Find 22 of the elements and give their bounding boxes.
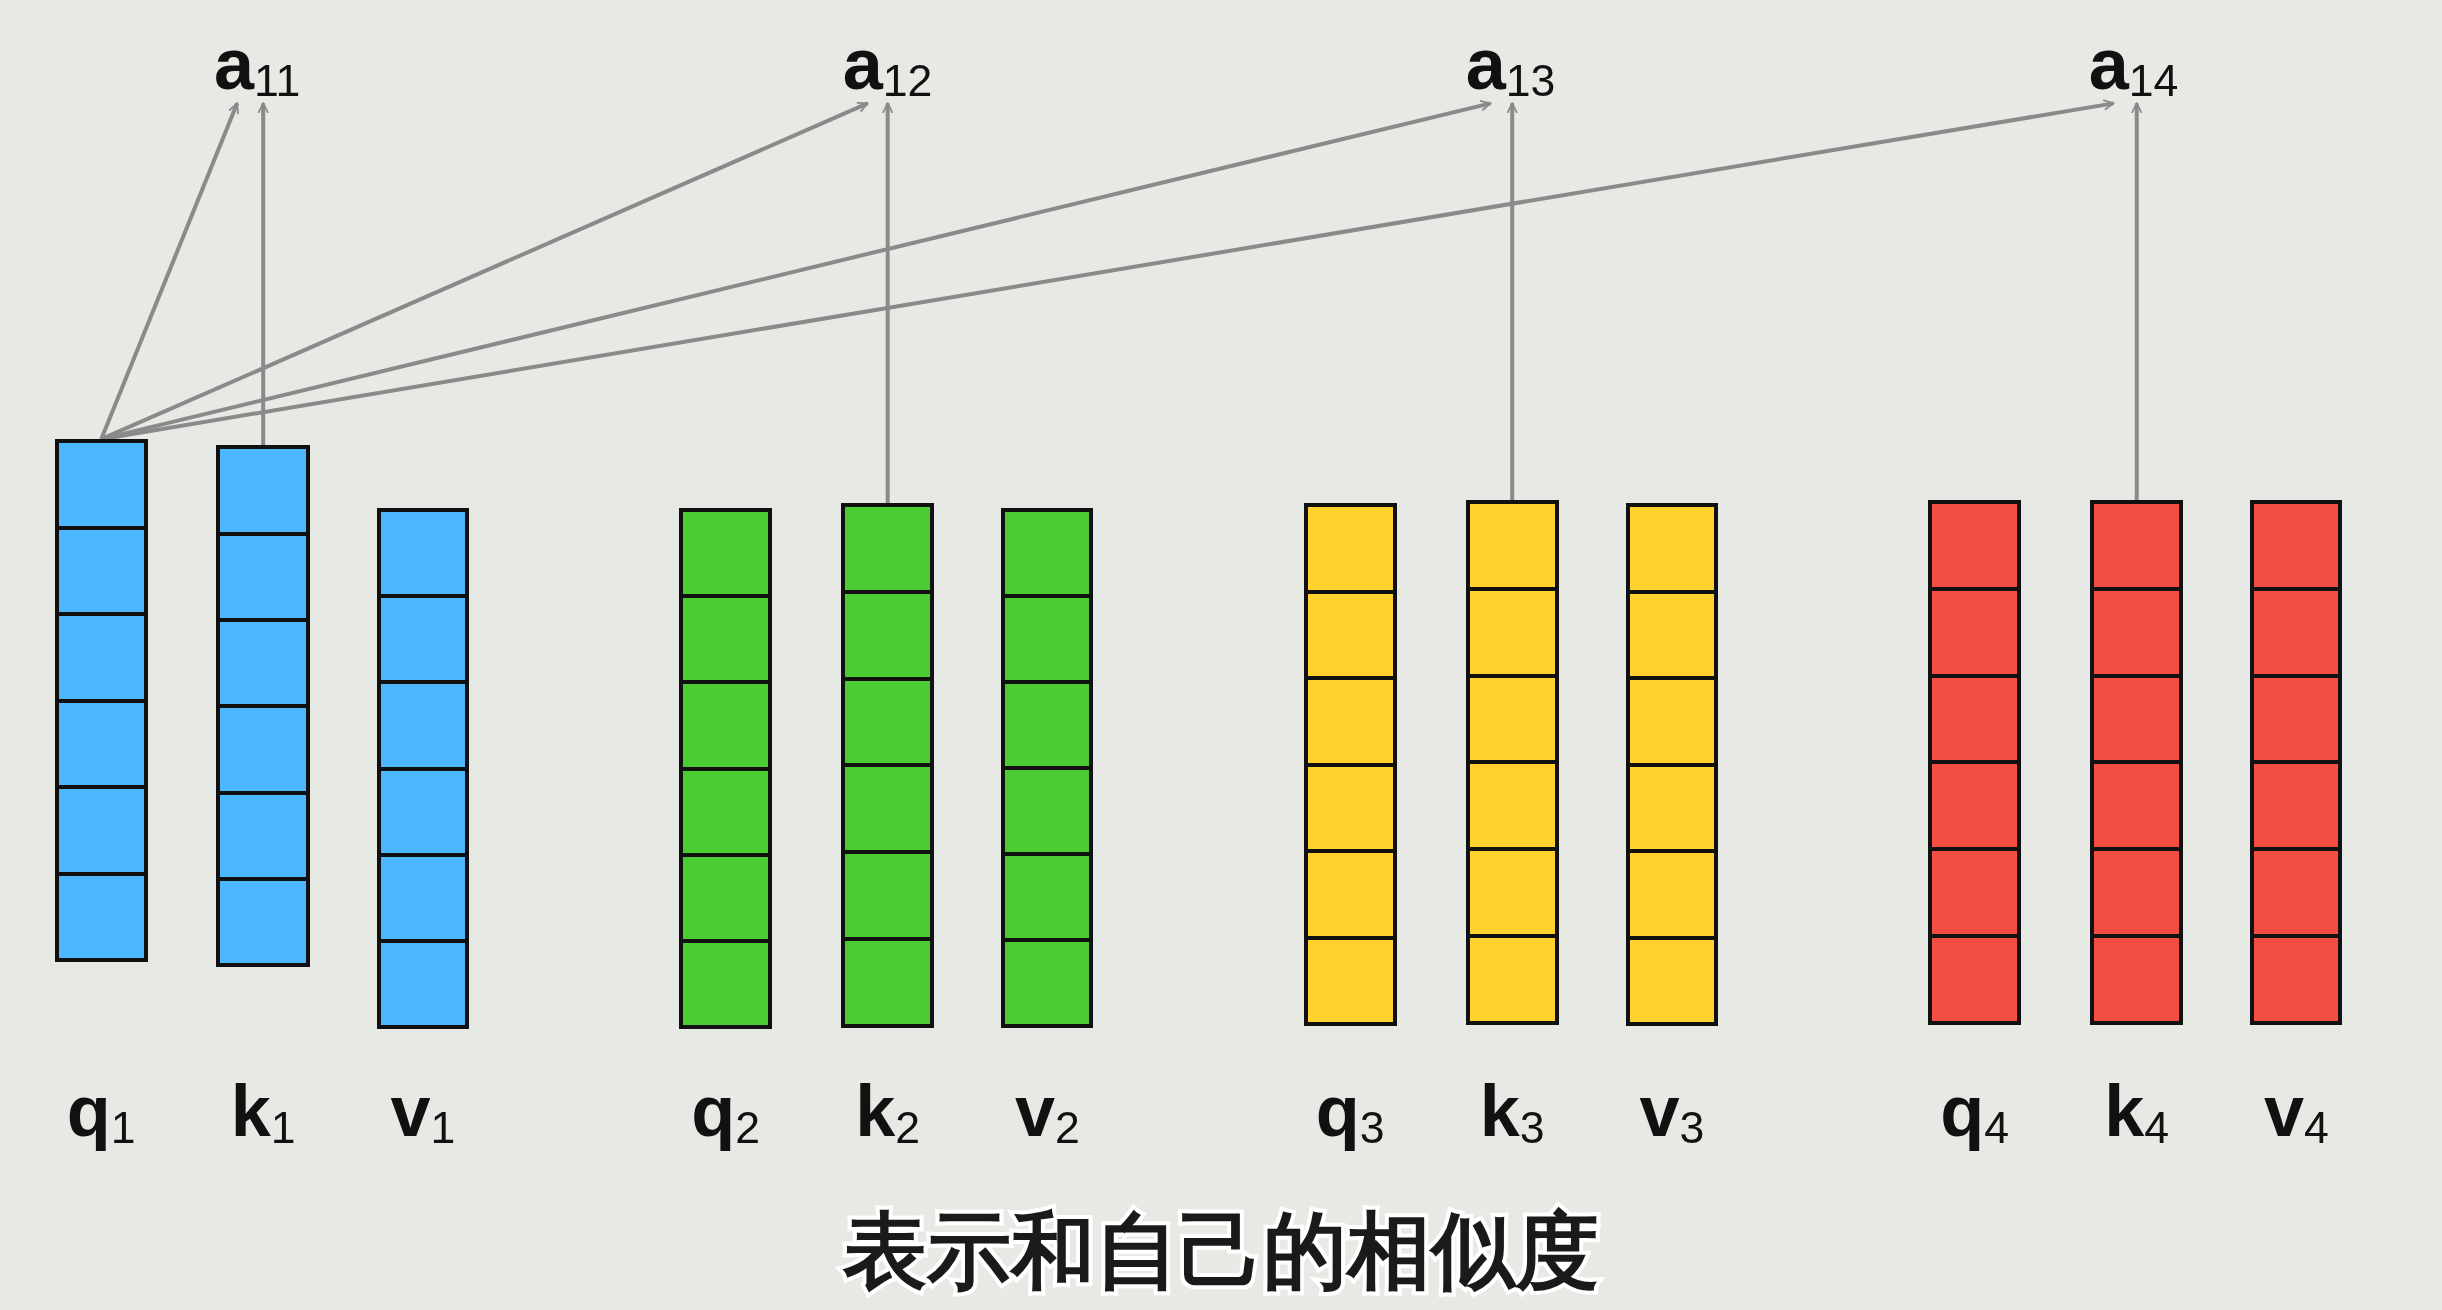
vector-label: k$_{3}$ — [1479, 1074, 1545, 1150]
arrow — [2131, 102, 2143, 500]
attention-score-label: a$_{14}$ — [2088, 28, 2179, 104]
attention-score-label: a$_{13}$ — [1465, 28, 1556, 104]
vector-label: v$_{4}$ — [2263, 1074, 2329, 1150]
arrow — [257, 102, 269, 446]
arrow — [1506, 102, 1518, 500]
vector-label: q$_{1}$ — [66, 1074, 136, 1150]
arrow — [882, 102, 894, 504]
vector-label: k$_{2}$ — [855, 1074, 921, 1150]
vector-label: v$_{2}$ — [1014, 1074, 1080, 1150]
vector-label: v$_{3}$ — [1639, 1074, 1705, 1150]
vector-label: k$_{1}$ — [230, 1074, 296, 1150]
attention-score-label: a$_{12}$ — [842, 28, 933, 104]
vector-label: q$_{2}$ — [691, 1074, 761, 1150]
vector-label: q$_{3}$ — [1315, 1074, 1385, 1150]
vector-label: v$_{1}$ — [390, 1074, 456, 1150]
arrow — [99, 102, 239, 440]
subtitle-caption: 表示和自己的相似度 — [841, 1201, 1600, 1302]
vector-label: q$_{4}$ — [1940, 1074, 2010, 1150]
attention-score-label: a$_{11}$ — [213, 28, 301, 104]
vector-label: k$_{4}$ — [2104, 1074, 2170, 1150]
